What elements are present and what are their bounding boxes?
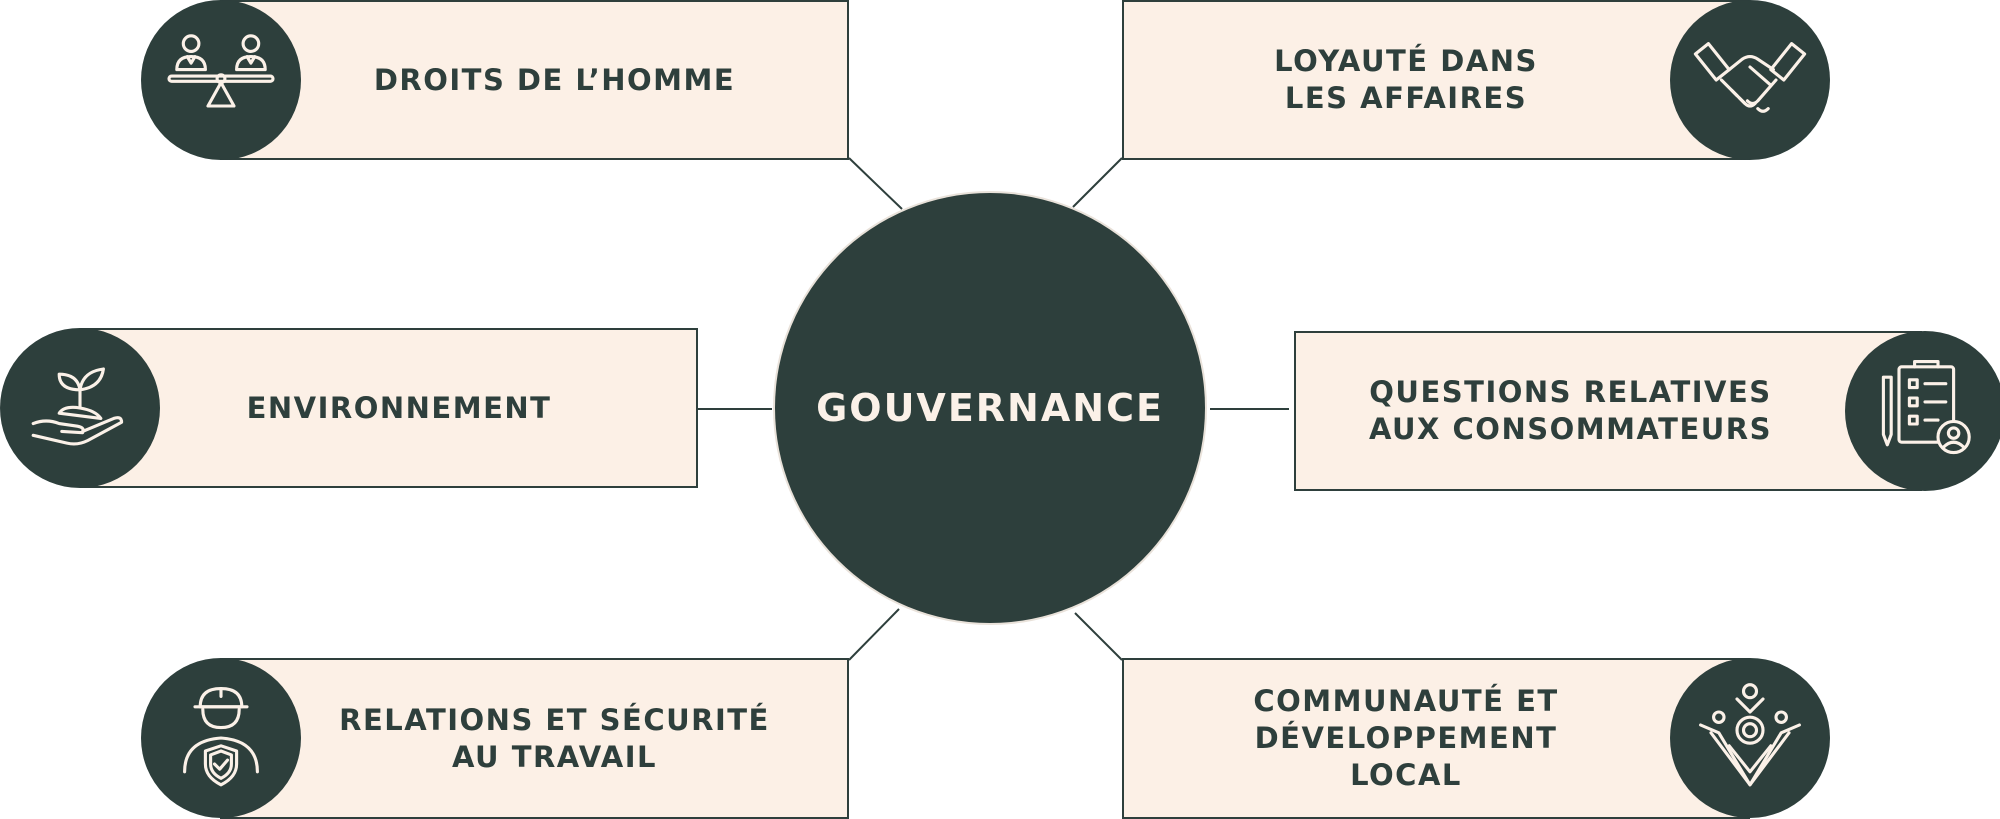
connector-top-right (1072, 157, 1123, 208)
topic-label-work-safety: RELATIONS ET SÉCURITÉ AU TRAVAIL (339, 702, 770, 774)
topic-icon-circle-consumer-issues (1845, 331, 2000, 491)
topic-label-fair-business: LOYAUTÉ DANS LES AFFAIRES (1274, 44, 1538, 115)
topic-icon-circle-environment (0, 328, 160, 488)
topic-box-environment: ENVIRONNEMENT (80, 328, 698, 488)
topic-box-consumer-issues: QUESTIONS RELATIVES AUX CONSOMMATEURS (1294, 331, 1922, 491)
human-rights-scale-icon (167, 34, 275, 108)
community-icon (1699, 683, 1801, 787)
topic-icon-circle-work-safety (141, 658, 301, 818)
center-label: GOUVERNANCE (816, 386, 1164, 430)
topic-box-community: COMMUNAUTÉ ET DÉVELOPPEMENT LOCAL (1122, 658, 1750, 819)
topic-icon-circle-human-rights (141, 0, 301, 160)
connector-bottom-right (1074, 612, 1123, 661)
center-circle: GOUVERNANCE (775, 193, 1205, 623)
topic-label-consumer-issues: QUESTIONS RELATIVES AUX CONSOMMATEURS (1368, 375, 1773, 446)
handshake-icon (1693, 42, 1807, 113)
connector-top-left (848, 157, 903, 210)
topic-label-community: COMMUNAUTÉ ET DÉVELOPPEMENT LOCAL (1253, 684, 1559, 792)
topic-icon-circle-community (1670, 658, 1830, 818)
topic-icon-circle-fair-business (1670, 0, 1830, 160)
topic-label-environment: ENVIRONNEMENT (246, 390, 552, 425)
clipboard-checklist-icon (1881, 360, 1971, 455)
connector-bottom-left (848, 608, 900, 661)
topic-box-fair-business: LOYAUTÉ DANS LES AFFAIRES (1122, 0, 1750, 160)
worker-safety-icon (183, 687, 259, 787)
plant-in-hand-icon (31, 367, 124, 446)
topic-box-work-safety: RELATIONS ET SÉCURITÉ AU TRAVAIL (220, 658, 849, 819)
topic-label-human-rights: DROITS DE L’HOMME (373, 62, 736, 97)
topic-box-human-rights: DROITS DE L’HOMME (220, 0, 849, 160)
